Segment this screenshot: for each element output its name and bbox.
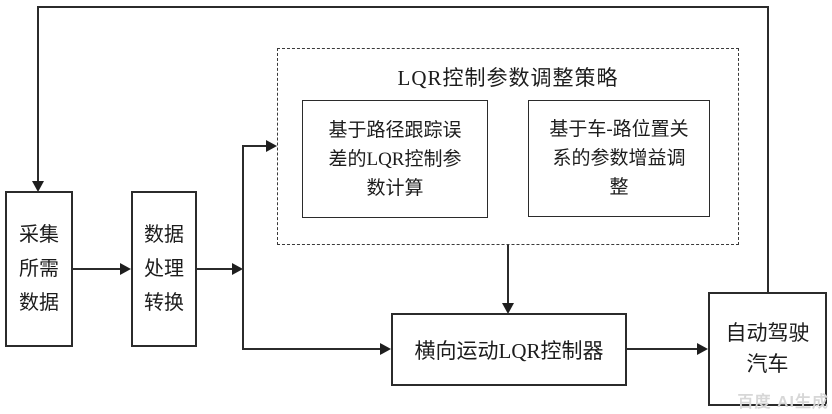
node-lateral-lqr-controller: 横向运动LQR控制器 <box>391 313 627 386</box>
arrow-strategy-to-controller <box>507 245 509 304</box>
watermark-baidu-ai: 百度 AI生成 <box>737 394 829 411</box>
branch-to-controller-line <box>243 348 380 350</box>
branch-to-strategy-arrowhead-icon <box>266 140 277 152</box>
branch-to-strategy-line <box>243 145 267 147</box>
feedback-arrowhead-icon <box>32 181 44 192</box>
arrow-controller-to-vehicle <box>627 348 697 350</box>
feedback-line-right <box>767 6 769 293</box>
feedback-line-left <box>37 6 39 182</box>
node-data-processing-label: 数据 处理 转换 <box>144 224 184 314</box>
node-lqr-param-calc: 基于路径跟踪误 差的LQR控制参 数计算 <box>302 100 488 218</box>
node-data-processing: 数据 处理 转换 <box>131 191 197 347</box>
strategy-to-controller-arrowhead-icon <box>502 303 514 314</box>
feedback-line-top <box>38 6 769 8</box>
node-gain-adjustment-label: 基于车-路位置关 系的参数增益调 整 <box>549 119 689 198</box>
node-autonomous-vehicle-label: 自动驾驶 汽车 <box>725 321 810 376</box>
junction-vertical-line <box>242 145 244 350</box>
collect-to-process-arrowhead-icon <box>120 263 131 275</box>
group-lqr-strategy: LQR控制参数调整策略 <box>277 48 739 245</box>
group-lqr-strategy-title: LQR控制参数调整策略 <box>397 66 619 90</box>
node-lqr-param-calc-label: 基于路径跟踪误 差的LQR控制参 数计算 <box>328 119 462 199</box>
node-lateral-lqr-controller-label: 横向运动LQR控制器 <box>414 338 604 363</box>
branch-to-controller-arrowhead-icon <box>380 343 391 355</box>
arrow-process-to-junction <box>197 268 233 270</box>
node-collect-data-label: 采集 所需 数据 <box>19 224 59 314</box>
node-gain-adjustment: 基于车-路位置关 系的参数增益调 整 <box>528 100 710 217</box>
arrow-collect-to-process <box>73 268 121 270</box>
node-collect-data: 采集 所需 数据 <box>5 191 73 347</box>
controller-to-vehicle-arrowhead-icon <box>697 343 708 355</box>
node-autonomous-vehicle: 自动驾驶 汽车 <box>708 292 827 406</box>
process-to-junction-arrowhead-icon <box>232 263 243 275</box>
